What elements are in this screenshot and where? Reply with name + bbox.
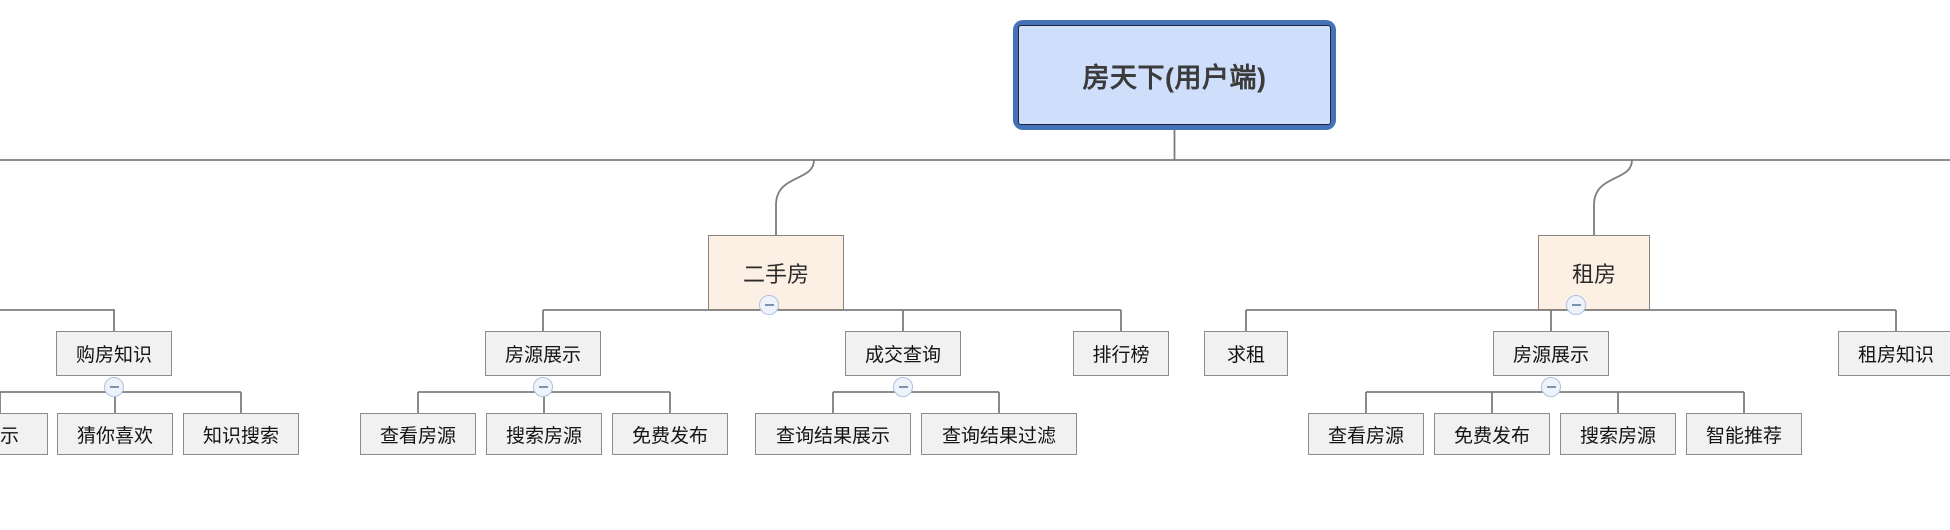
leaf-node-免费发布[interactable]: 免费发布	[612, 413, 728, 455]
node-label: 房源展示	[504, 345, 581, 366]
collapse-toggle-minus-icon[interactable]	[533, 377, 553, 397]
minus-glyph	[109, 386, 119, 388]
leaf-node-智能推荐[interactable]: 智能推荐	[1686, 413, 1802, 455]
node-label: 查看房源	[379, 425, 456, 447]
collapse-toggle-minus-icon[interactable]	[1541, 377, 1561, 397]
leaf-node-查看房源[interactable]: 查看房源	[360, 413, 476, 455]
node-label: 免费发布	[1453, 425, 1530, 447]
node-fangyuanzhanshi-1[interactable]: 房源展示	[485, 331, 601, 376]
root-node[interactable]: 房天下(用户端)	[1013, 20, 1336, 130]
connector-line	[775, 159, 815, 235]
leaf-node-展示[interactable]: 展示	[0, 413, 48, 455]
node-paihangbang[interactable]: 排行榜	[1073, 331, 1169, 376]
node-qiuzu[interactable]: 求租	[1204, 331, 1288, 376]
node-label: 搜索房源	[1579, 425, 1656, 447]
minus-glyph	[538, 386, 548, 388]
collapse-toggle-minus-icon[interactable]	[104, 377, 124, 397]
leaf-node-免费发布[interactable]: 免费发布	[1434, 413, 1550, 455]
node-label: 展示	[0, 425, 19, 447]
node-label: 查询结果展示	[775, 425, 890, 447]
node-label: 租房	[1571, 261, 1616, 287]
connector-line	[1593, 159, 1633, 235]
node-label: 查看房源	[1327, 425, 1404, 447]
node-label: 智能推荐	[1705, 425, 1782, 447]
node-chengjiaochaxun[interactable]: 成交查询	[845, 331, 961, 376]
minus-glyph	[1546, 386, 1556, 388]
leaf-node-猜你喜欢[interactable]: 猜你喜欢	[57, 413, 173, 455]
node-label: 免费发布	[631, 425, 708, 447]
leaf-node-知识搜索[interactable]: 知识搜索	[183, 413, 299, 455]
leaf-node-查询结果过滤[interactable]: 查询结果过滤	[921, 413, 1077, 455]
node-label: 租房知识	[1857, 345, 1934, 366]
minus-glyph	[764, 304, 774, 306]
node-label: 购房知识	[75, 345, 152, 366]
leaf-node-搜索房源[interactable]: 搜索房源	[486, 413, 602, 455]
leaf-node-查看房源[interactable]: 查看房源	[1308, 413, 1424, 455]
minus-glyph	[1571, 304, 1581, 306]
collapse-toggle-minus-icon[interactable]	[759, 295, 779, 315]
node-fangyuanzhanshi-2[interactable]: 房源展示	[1493, 331, 1609, 376]
node-label: 猜你喜欢	[76, 425, 153, 447]
node-label: 排行榜	[1092, 345, 1150, 366]
node-zufangzhishi[interactable]: 租房知识	[1838, 331, 1950, 376]
branch-node-zufang[interactable]: 租房	[1538, 235, 1650, 310]
collapse-toggle-minus-icon[interactable]	[893, 377, 913, 397]
leaf-node-查询结果展示[interactable]: 查询结果展示	[755, 413, 911, 455]
minus-glyph	[898, 386, 908, 388]
leaf-node-搜索房源[interactable]: 搜索房源	[1560, 413, 1676, 455]
node-label: 二手房	[742, 261, 809, 287]
node-label: 成交查询	[864, 345, 941, 366]
node-label: 查询结果过滤	[941, 425, 1056, 447]
node-label: 求租	[1226, 345, 1265, 366]
node-label: 房源展示	[1512, 345, 1589, 366]
collapse-toggle-minus-icon[interactable]	[1566, 295, 1586, 315]
root-node-label: 房天下(用户端)	[1018, 25, 1331, 125]
connector-line	[0, 309, 115, 331]
node-label: 知识搜索	[202, 425, 279, 447]
node-goufangzhishi[interactable]: 购房知识	[56, 331, 172, 376]
node-label: 搜索房源	[505, 425, 582, 447]
